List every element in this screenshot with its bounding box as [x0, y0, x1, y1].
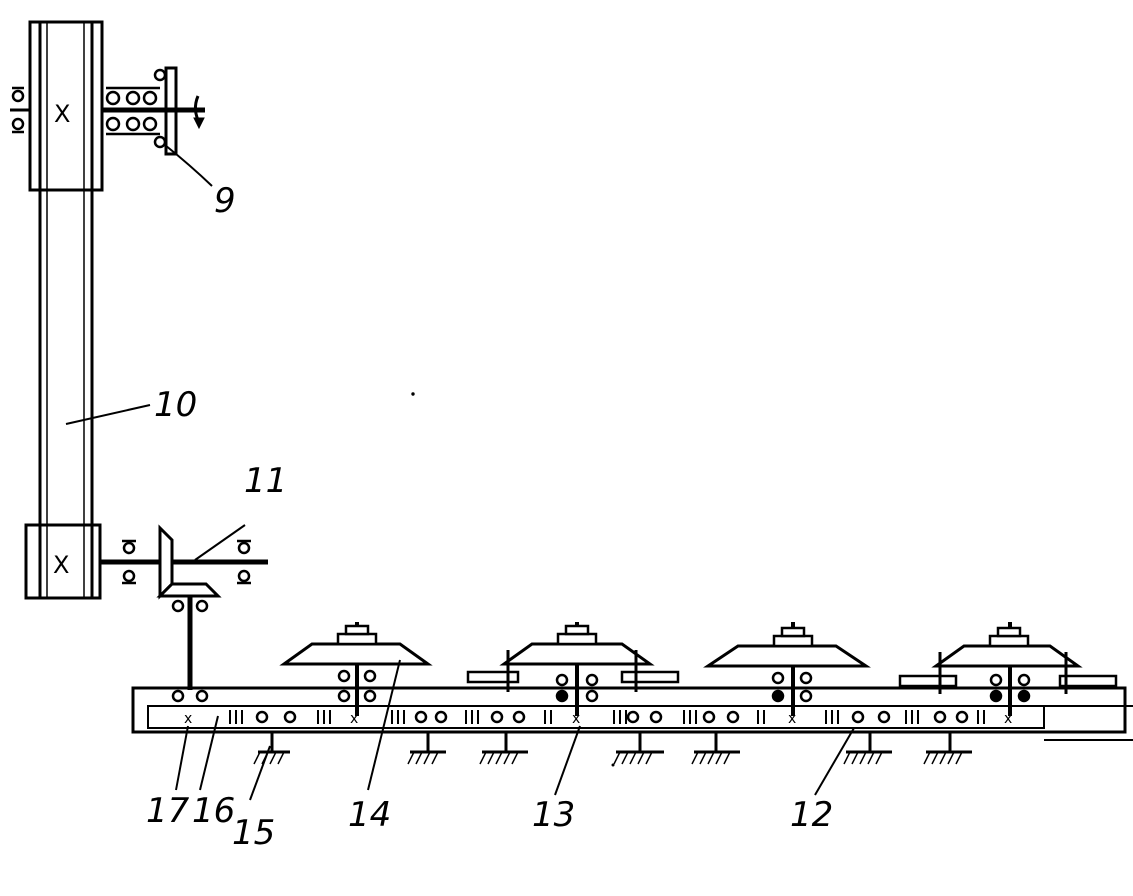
- base-frame: [131, 686, 1133, 741]
- label-11: 11: [244, 461, 287, 501]
- rotor-disc-4: [898, 622, 1118, 716]
- label-17: 17: [146, 791, 190, 831]
- rotor-disc-3: [703, 622, 871, 716]
- upper-shaft-mark: X: [54, 100, 70, 128]
- bevel-gear-shaft: [100, 524, 268, 690]
- label-14: 14: [348, 795, 391, 835]
- leaders: [175, 659, 855, 801]
- label-9: 9: [214, 181, 236, 221]
- upper-drive-shaft: [102, 66, 213, 187]
- upper-left-bearings: [10, 86, 30, 134]
- horizontal-shaft-elements: x x x x x: [184, 710, 1012, 727]
- label-15: 15: [232, 813, 275, 853]
- label-12: 12: [790, 795, 833, 835]
- svg-text:x: x: [184, 711, 192, 727]
- label-13: 13: [532, 795, 575, 835]
- svg-text:x: x: [572, 711, 580, 727]
- ground-supports: [253, 732, 972, 765]
- lower-shaft-mark: X: [53, 551, 69, 579]
- svg-text:x: x: [350, 711, 358, 727]
- svg-text:x: x: [1004, 711, 1012, 727]
- svg-text:x: x: [788, 711, 796, 727]
- vertical-drive-column: X X: [24, 20, 104, 600]
- label-16: 16: [192, 791, 235, 831]
- rotor-disc-1: [279, 622, 433, 716]
- leader-10: [65, 404, 151, 425]
- label-10: 10: [154, 385, 197, 425]
- rotor-disc-2: [466, 622, 680, 716]
